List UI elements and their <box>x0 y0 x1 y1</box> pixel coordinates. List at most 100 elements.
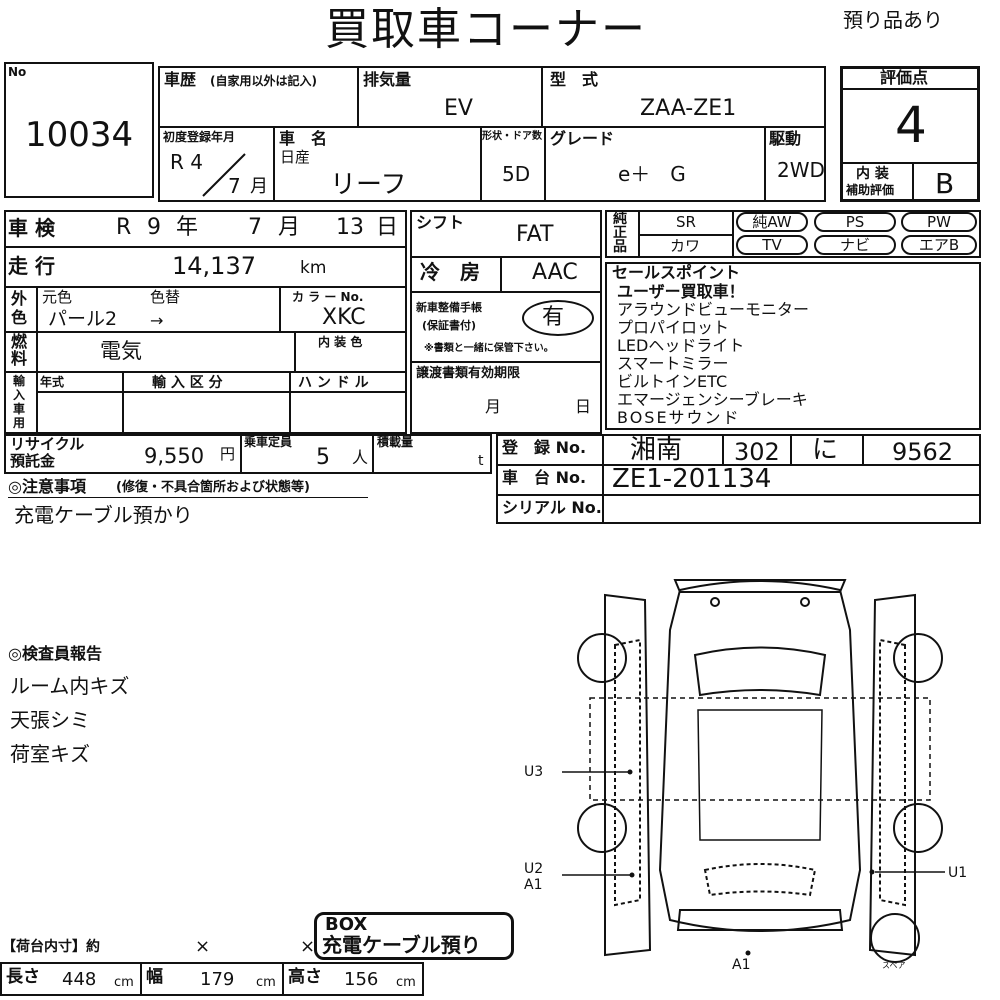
displacement-value: EV <box>444 96 473 121</box>
box-note <box>314 912 514 960</box>
damage-mark-u3: U3 <box>524 764 544 780</box>
manual-value: 有 <box>542 305 565 330</box>
aircon-label: 冷 房 <box>420 260 480 284</box>
color-arrow: → <box>150 311 164 330</box>
sales-point-6: ビルトインETC <box>617 372 728 391</box>
import-label-2: 入 <box>13 388 26 402</box>
inspection-month: 7 <box>248 215 262 240</box>
history-sub: (自家用以外は記入) <box>210 74 317 88</box>
original-color-label: 元色 <box>42 288 73 306</box>
sales-label: セールスポイント <box>612 263 741 282</box>
genuine-label-2: 正 <box>613 225 627 241</box>
cargo-x1: × <box>195 936 211 957</box>
color-code: XKC <box>322 305 366 330</box>
first-reg-label: 初度登録年月 <box>163 130 236 144</box>
interior-label-2: 補助評価 <box>846 183 895 197</box>
fuel-value: 電気 <box>100 339 142 363</box>
import-class-label: 輸 入 区 分 <box>152 375 223 391</box>
import-handle-label: ハ ン ド ル <box>298 375 369 391</box>
inspection-year: 9 <box>147 215 161 240</box>
inspection-label: 車 検 <box>8 216 55 240</box>
registration-kana: に <box>812 435 839 465</box>
width-value: 179 <box>200 969 235 990</box>
cargo-x2: × <box>300 936 316 957</box>
damage-mark-a1-left: A1 <box>524 877 543 893</box>
score-label: 評価点 <box>880 68 929 87</box>
registration-area: 湘南 <box>630 435 683 465</box>
import-label-3: 車 <box>13 402 26 416</box>
cargo-label: 【荷台内寸】約 <box>2 939 100 955</box>
color-change-label: 色替 <box>150 288 181 306</box>
load-unit: t <box>478 453 484 469</box>
option-genuine-aw: 純AW <box>736 212 808 232</box>
inspector-item-1: ルーム内キズ <box>10 674 130 698</box>
damage-mark-a1-bottom: A1 <box>732 957 751 973</box>
length-unit: cm <box>114 975 134 990</box>
recycle-grid <box>4 434 492 474</box>
mileage-value: 14,137 <box>172 252 256 280</box>
model-label: 型 式 <box>550 70 599 89</box>
damage-mark-u2: U2 <box>524 861 544 877</box>
genuine-label-3: 品 <box>613 239 627 255</box>
inspection-year-unit: 年 <box>176 215 199 240</box>
registration-label: 登 録 No. <box>502 438 587 457</box>
sunroof-label: SR <box>676 213 696 231</box>
recycle-unit: 円 <box>220 445 236 463</box>
displacement-label: 排気量 <box>363 70 412 89</box>
color-label-2: 色 <box>11 308 28 327</box>
capacity-unit: 人 <box>352 448 369 467</box>
first-reg-month-unit: 月 <box>250 176 268 197</box>
leather-label: カワ <box>670 237 701 255</box>
capacity-label: 乗車定員 <box>244 435 293 449</box>
recycle-value: 9,550 <box>144 444 205 468</box>
color-label-1: 外 <box>11 289 28 308</box>
length-value: 448 <box>62 969 97 990</box>
box-line2: 充電ケーブル預り <box>322 933 481 957</box>
score-box <box>840 66 980 202</box>
fuel-label-1: 燃 <box>11 332 28 351</box>
recycle-label-1: リサイクル <box>10 435 85 453</box>
import-label-1: 輸 <box>13 374 26 388</box>
transfer-month: 月 <box>485 397 502 416</box>
score-value: 4 <box>895 96 927 154</box>
shift-grid <box>410 210 602 434</box>
grade-label: グレード <box>550 129 615 148</box>
caution-text: 充電ケーブル預かり <box>14 503 193 527</box>
width-unit: cm <box>256 975 276 990</box>
stock-label: No <box>8 65 27 79</box>
sales-point-7: エマージェンシーブレーキ <box>617 390 808 409</box>
drive-value: 2WD <box>777 158 825 182</box>
import-label-4: 用 <box>13 416 26 430</box>
fuel-label-2: 料 <box>11 349 28 368</box>
caution-label: ◎注意事項 <box>8 477 86 496</box>
genuine-grid <box>605 210 981 258</box>
info-grid <box>158 66 826 202</box>
transfer-label: 譲渡書類有効期限 <box>416 366 521 381</box>
interior-color-label: 内 装 色 <box>318 335 363 349</box>
interior-label-1: 内 装 <box>856 166 889 182</box>
option-pw: PW <box>901 212 977 232</box>
serial-label: シリアル No. <box>502 498 602 517</box>
model-value: ZAA-ZE1 <box>640 96 737 121</box>
shift-label: シフト <box>416 213 465 232</box>
inspector-item-3: 荷室キズ <box>10 742 90 766</box>
import-year-label: 年式 <box>40 375 65 389</box>
option-navi: ナビ <box>814 235 896 255</box>
aircon-value: AAC <box>532 260 578 285</box>
drive-label: 駆動 <box>769 129 802 148</box>
inspection-day: 13 <box>336 215 364 240</box>
car-maker: 日産 <box>280 148 311 166</box>
car-name-label: 車 名 <box>279 129 328 148</box>
length-label: 長さ <box>6 967 40 987</box>
sales-point-4: LEDヘッドライト <box>617 336 745 355</box>
height-value: 156 <box>344 969 379 990</box>
sales-point-5: スマートミラー <box>617 354 729 373</box>
body-label: 形状・ドア数 <box>482 131 542 142</box>
grade-value: e＋ G <box>618 162 686 186</box>
sales-point-8: BOSEサウンド <box>617 408 741 427</box>
manual-note: ※書類と一緒に保管下さい。 <box>424 343 554 354</box>
sales-point-2: アラウンドビューモニター <box>617 300 810 319</box>
chassis-label: 車 台 No. <box>502 468 587 487</box>
stock-box <box>4 62 154 198</box>
interior-score: B <box>935 167 955 200</box>
